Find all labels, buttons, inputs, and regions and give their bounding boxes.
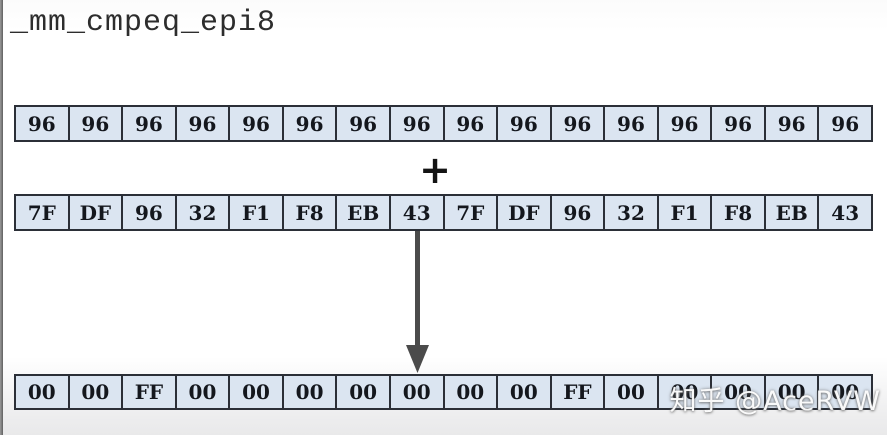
byte-cell-b-4: F1 (228, 196, 282, 229)
byte-cell-a-6: 96 (335, 107, 389, 140)
byte-cell-result-11: 00 (603, 376, 657, 408)
byte-cell-result-15: 00 (817, 376, 871, 408)
byte-cell-b-9: DF (496, 196, 550, 229)
byte-cell-a-2: 96 (121, 107, 175, 140)
byte-cell-a-9: 96 (496, 107, 550, 140)
byte-cell-a-4: 96 (228, 107, 282, 140)
slide-left-edge (0, 0, 3, 435)
byte-cell-result-3: 00 (174, 376, 229, 408)
plus-operator: + (419, 148, 451, 192)
byte-cell-b-14: EB (763, 196, 818, 229)
byte-cell-b-1: DF (67, 196, 122, 229)
byte-cell-a-11: 96 (603, 107, 657, 140)
byte-cell-a-15: 96 (817, 107, 871, 140)
byte-cell-a-3: 96 (174, 107, 229, 140)
byte-cell-b-7: 43 (388, 196, 443, 229)
byte-cell-result-8: 00 (442, 376, 497, 408)
byte-cell-b-0: 7F (27, 200, 56, 225)
byte-cell-b-12: F1 (656, 196, 711, 229)
byte-cell-result-7: 00 (388, 376, 443, 408)
byte-cell-a-12: 96 (656, 107, 711, 140)
byte-cell-result-2: FF (121, 376, 175, 408)
byte-cell-a-8: 96 (442, 107, 497, 140)
byte-cell-b-5: F8 (281, 196, 336, 229)
byte-cell-result-4: 00 (228, 376, 282, 408)
byte-cell-a-5: 96 (281, 107, 336, 140)
byte-cell-b-13: F8 (710, 196, 764, 229)
byte-cell-b-6: EB (335, 196, 389, 229)
byte-cell-b-15: 43 (817, 196, 871, 229)
byte-cell-a-13: 96 (710, 107, 764, 140)
watermark: 知乎 @AceRVW (669, 386, 881, 417)
byte-cell-result-9: 00 (496, 376, 550, 408)
byte-cell-b-2: 96 (121, 196, 175, 229)
byte-cell-b-11: 32 (603, 196, 657, 229)
byte-cell-result-13: 00 (710, 376, 764, 408)
page-title: _mm_cmpeq_epi8 (10, 6, 277, 40)
down-arrow-icon (406, 231, 429, 373)
byte-cell-a-10: 96 (549, 107, 604, 140)
byte-cell-result-1: 00 (67, 376, 122, 408)
byte-cell-a-14: 96 (763, 107, 818, 140)
byte-cell-a-0: 96 (27, 111, 56, 136)
byte-cell-result-14: 00 (763, 376, 818, 408)
byte-cell-b-3: 32 (174, 196, 229, 229)
byte-cell-result-5: 00 (281, 376, 336, 408)
byte-cell-a-1: 96 (67, 107, 122, 140)
byte-cell-result-12: 00 (656, 376, 711, 408)
byte-cell-result-6: 00 (335, 376, 389, 408)
byte-cell-result-10: FF (549, 376, 604, 408)
byte-cell-b-8: 7F (442, 196, 497, 229)
byte-cell-a-7: 96 (388, 107, 443, 140)
byte-cell-result-0: 00 (27, 380, 56, 404)
byte-cell-b-10: 96 (549, 196, 604, 229)
